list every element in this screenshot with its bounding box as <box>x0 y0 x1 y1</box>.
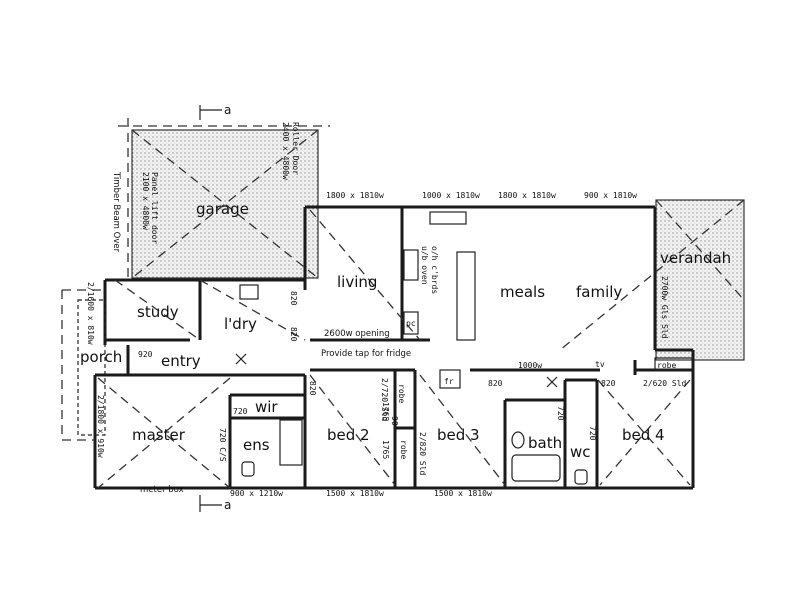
door-label-720-cs: 720 C/S <box>218 428 227 462</box>
note-dim-1765-b: 1765 <box>381 440 390 459</box>
room-wir: wir <box>255 398 278 416</box>
room-entry: entry <box>161 352 201 370</box>
laundry-tub <box>239 284 259 300</box>
window-label-top-3: 1800 x 1810w <box>498 191 556 200</box>
bath-basin <box>511 431 525 449</box>
section-label-top: a <box>224 103 231 117</box>
robe-box-bed4 <box>654 357 694 371</box>
room-bed4: bed 4 <box>622 426 665 444</box>
door-label-panel-type: Panel lift door <box>150 172 159 244</box>
note-tv: tv <box>595 360 605 369</box>
verandah-area <box>655 199 745 361</box>
room-ens: ens <box>243 436 270 454</box>
bathtub <box>511 454 561 482</box>
door-label-2720-sld: 2/720 Sld <box>380 378 389 422</box>
room-study: study <box>137 303 179 321</box>
window-label-top-2: 1000 x 1810w <box>422 191 480 200</box>
window-label-mid: 1000w <box>518 361 542 370</box>
room-robe-1: robe <box>397 384 406 403</box>
room-master: master <box>132 426 186 444</box>
section-marker-top: a <box>199 103 231 120</box>
note-meter-box: meter box <box>140 485 184 495</box>
room-bed2: bed 2 <box>327 426 370 444</box>
window-label-bottom-3: 1500 x 1810w <box>434 489 492 498</box>
door-label-study-window: 2/1600 x 810w <box>86 282 95 345</box>
door-label-master-window: 2/1800 x 910w <box>96 395 105 458</box>
room-bed3: bed 3 <box>437 426 480 444</box>
roof-lines <box>61 118 745 489</box>
room-porch: porch <box>80 348 122 366</box>
pc-box <box>403 311 419 335</box>
door-label-820-c: 820 <box>308 381 317 396</box>
door-label-2700-gls: 2700w Gls Sld <box>660 276 669 339</box>
door-label-820-b: 820 <box>289 327 298 342</box>
window-label-top-4: 900 x 1810w <box>584 191 637 200</box>
door-label-720-c: 720 <box>588 426 597 441</box>
ens-toilet <box>241 461 255 477</box>
room-laundry: l'dry <box>224 315 257 333</box>
window-label-bottom-2: 1500 x 1810w <box>326 489 384 498</box>
door-label-720-a: 720 <box>233 407 248 416</box>
oven-unit <box>403 249 419 281</box>
window-label-top-1: 1800 x 1810w <box>326 191 384 200</box>
note-fridge-tap: Provide tap for fridge <box>321 349 411 359</box>
note-ub-oven: u/b oven <box>420 246 429 285</box>
note-dim-90: 90 <box>390 416 399 426</box>
note-oh-cbrds: o/h c'brds <box>430 246 439 294</box>
porch-outline <box>77 299 106 436</box>
section-marker-bottom: a <box>199 495 231 512</box>
door-label-720-b: 720 <box>556 406 565 421</box>
note-fr: fr <box>444 377 454 386</box>
kitchen-island <box>456 251 476 341</box>
note-dim-1765-a: 1765 <box>381 402 390 421</box>
note-opening: 2600w opening <box>324 329 390 339</box>
door-label-roller: 2400 x 4800w <box>281 122 290 180</box>
room-verandah: verandah <box>660 249 731 267</box>
door-label-820-d: 820 <box>488 379 503 388</box>
ens-shower <box>279 419 303 466</box>
room-robe-2: robe <box>399 440 408 459</box>
room-bath: bath <box>528 434 562 452</box>
note-pc: pc <box>406 319 416 328</box>
light-icon-hall <box>546 376 558 388</box>
room-wc: wc <box>570 443 591 461</box>
light-icon-entry <box>235 353 247 365</box>
door-label-panel: 2100 x 4800w <box>141 172 150 230</box>
section-label-bottom: a <box>224 498 231 512</box>
door-label-820-a: 820 <box>289 291 298 306</box>
room-garage: garage <box>196 200 249 218</box>
room-meals: meals <box>500 283 545 301</box>
note-timber-beam: Timber Beam Over <box>111 171 121 253</box>
door-label-2820-sld: 2/820 Sld <box>418 432 427 476</box>
kitchen-sink <box>429 211 467 225</box>
door-label-roller-type: Roller Door <box>291 122 300 175</box>
door-label-2620-sld: 2/620 Sld <box>643 379 687 388</box>
room-robe-3: robe <box>657 361 676 370</box>
door-label-820-e: 820 <box>601 379 616 388</box>
wc-toilet <box>574 469 588 485</box>
window-label-bottom-1: 900 x 1210w <box>230 489 283 498</box>
fridge-box <box>439 369 461 389</box>
room-living: living <box>337 273 377 291</box>
room-family: family <box>576 283 622 301</box>
door-label-920: 920 <box>138 350 153 359</box>
